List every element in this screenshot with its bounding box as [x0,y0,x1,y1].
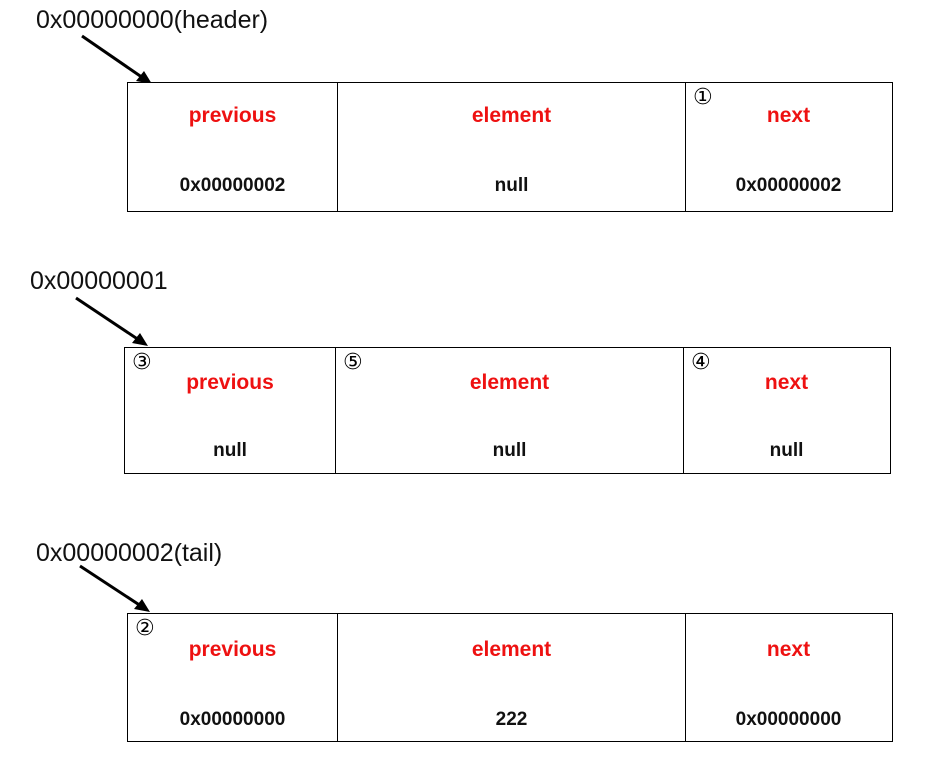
linked-list-node-middle: ③ previous null ⑤ element null ④ next nu… [124,347,891,474]
cell-next: ④ next null [684,348,889,473]
field-name-element: element [469,371,550,394]
field-value-previous: 0x00000002 [179,175,286,196]
step-marker: ③ [132,350,152,375]
linked-list-node-header: previous 0x00000002 element null ① next … [127,82,893,212]
field-value-next: null [769,440,804,461]
step-marker: ① [693,85,713,110]
cell-element: element 222 [338,614,686,741]
cell-element: ⑤ element null [336,348,684,473]
field-value-element: null [492,440,527,461]
field-value-next: 0x00000002 [735,175,842,196]
field-name-element: element [471,104,552,127]
field-name-previous: previous [188,638,277,661]
cell-previous: ③ previous null [125,348,336,473]
node-address-label-middle: 0x00000001 [30,267,168,295]
field-name-previous: previous [188,104,277,127]
cell-next: ① next 0x00000002 [686,83,891,211]
node-address-label-tail: 0x00000002(tail) [36,539,223,567]
field-value-previous: null [213,440,247,461]
field-value-previous: 0x00000000 [179,709,286,730]
cell-previous: previous 0x00000002 [128,83,338,211]
field-value-next: 0x00000000 [735,709,842,730]
field-name-element: element [471,638,552,661]
step-marker: ② [135,616,155,641]
field-value-element: 222 [495,709,528,730]
cell-element: element null [338,83,686,211]
node-address-label-header: 0x00000000(header) [36,6,269,34]
cell-previous: ② previous 0x00000000 [128,614,338,741]
step-marker: ⑤ [343,350,363,375]
linked-list-node-tail: ② previous 0x00000000 element 222 next 0… [127,613,893,742]
field-value-element: null [494,175,529,196]
field-name-next: next [764,371,809,394]
field-name-previous: previous [186,371,274,394]
cell-next: next 0x00000000 [686,614,891,741]
field-name-next: next [766,104,811,127]
step-marker: ④ [691,350,711,375]
field-name-next: next [766,638,811,661]
